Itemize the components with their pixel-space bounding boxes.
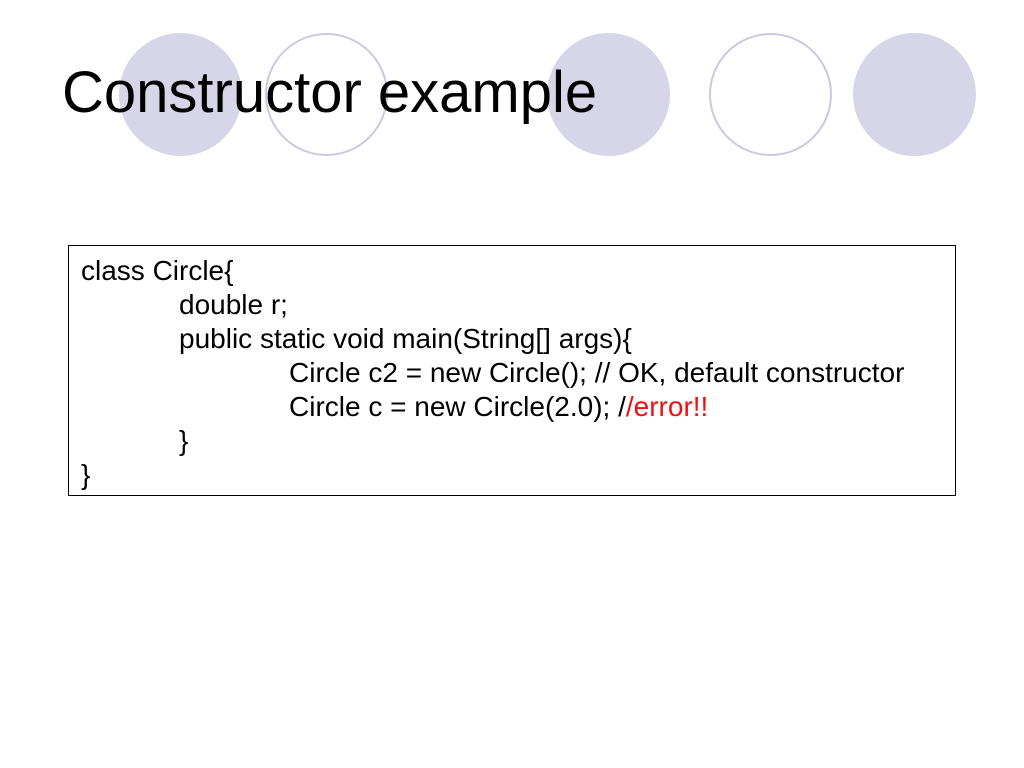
decorative-circle-filled: [119, 33, 242, 156]
code-line: Circle c = new Circle(2.0); //error!!: [81, 390, 945, 424]
code-text: Circle c = new Circle(2.0); /: [289, 391, 626, 422]
code-line: }: [81, 424, 945, 458]
code-line: }: [81, 458, 945, 492]
code-box: class Circle{ double r; public static vo…: [68, 245, 956, 496]
code-text: public static void main(String[] args){: [179, 323, 632, 354]
code-line: class Circle{: [81, 254, 945, 288]
code-text: class Circle{: [81, 255, 234, 286]
code-text: }: [81, 459, 91, 490]
decorative-circle-outlined: [709, 33, 832, 156]
code-line: double r;: [81, 288, 945, 322]
code-text: }: [179, 425, 189, 456]
decorative-circle-filled: [853, 33, 976, 156]
error-text: /error!!: [625, 391, 709, 422]
slide-title: Constructor example: [62, 60, 598, 125]
code-text: double r;: [179, 289, 288, 320]
code-text: Circle c2 = new Circle(); // OK, default…: [289, 357, 905, 388]
code-line: Circle c2 = new Circle(); // OK, default…: [81, 356, 945, 390]
decorative-circle-outlined: [265, 33, 388, 156]
decorative-circle-filled: [547, 33, 670, 156]
code-line: public static void main(String[] args){: [81, 322, 945, 356]
